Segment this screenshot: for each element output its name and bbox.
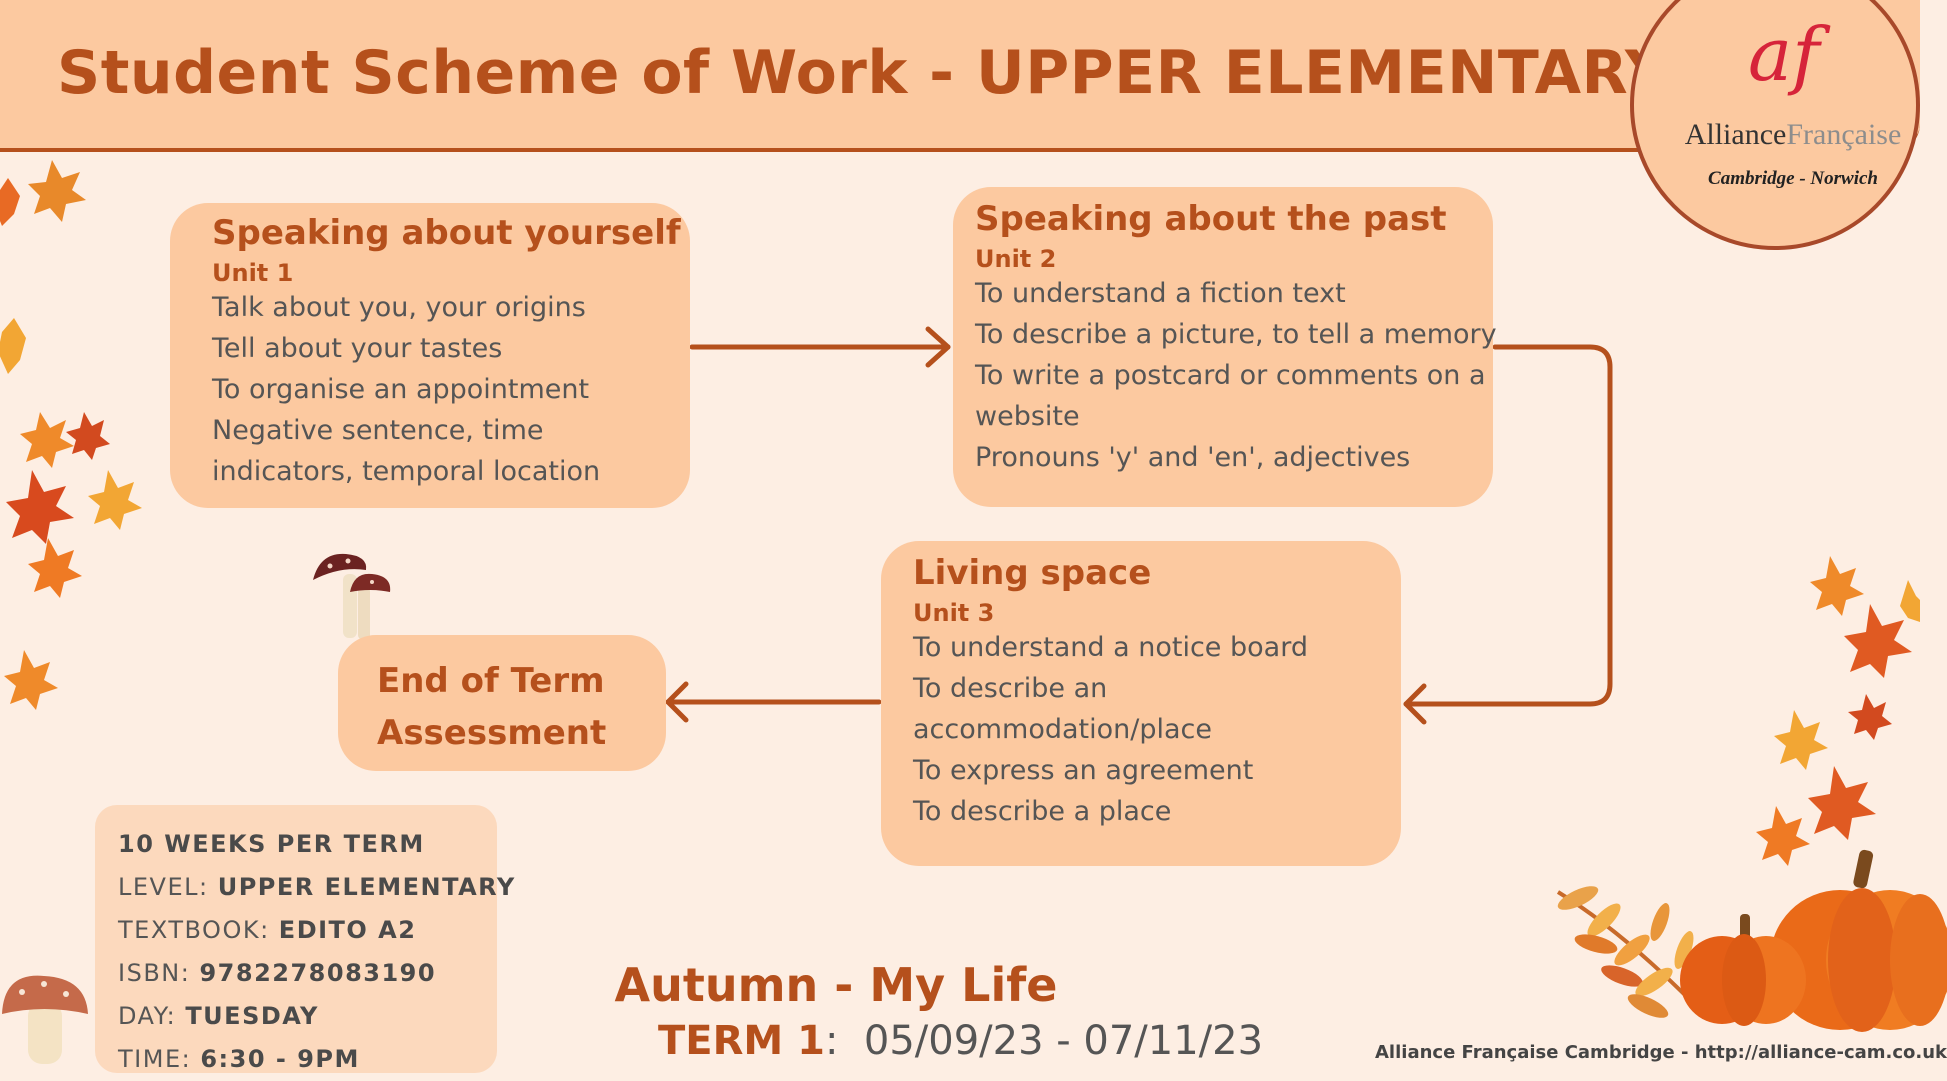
unit-card-3: Living space Unit 3 To understand a noti…	[881, 541, 1401, 866]
small-pumpkin-icon	[1680, 914, 1806, 1026]
unit-title: Living space	[913, 553, 1152, 593]
term-dates: TERM 1: 05/09/23 - 07/11/23	[658, 1018, 1264, 1064]
unit-objective: To describe a place	[913, 796, 1172, 827]
logo-name: AllianceFrançaise	[1676, 120, 1910, 150]
leaf-icon	[1756, 806, 1810, 866]
pumpkin-icon	[1770, 849, 1947, 1032]
isbn-label: ISBN:	[118, 959, 191, 987]
textbook-row: TEXTBOOK: EDITO A2	[118, 909, 497, 952]
unit-card-2: Speaking about the past Unit 2 To unders…	[953, 187, 1497, 507]
autumn-foliage-icon	[1556, 886, 1694, 1018]
leaf-icon	[1844, 604, 1912, 678]
flow-arrows	[665, 326, 1613, 725]
unit-objective: Pronouns 'y' and 'en', adjectives	[975, 442, 1411, 473]
leaf-icon	[0, 318, 26, 374]
unit-objective: To describe a picture, to tell a memory	[975, 319, 1497, 350]
logo-name-part1: Alliance	[1684, 118, 1787, 151]
term-date-range: 05/09/23 - 07/11/23	[863, 1018, 1264, 1064]
leaf-icon	[1808, 766, 1876, 840]
leaf-icon	[66, 412, 110, 460]
level-label: LEVEL:	[118, 873, 209, 901]
course-info-box: 10 WEEKS PER TERM LEVEL: UPPER ELEMENTAR…	[95, 805, 514, 1073]
weeks-per-term: 10 WEEKS PER TERM	[118, 830, 425, 858]
assessment-title-line2: Assessment	[377, 713, 607, 753]
leaf-icon	[88, 470, 142, 530]
textbook-value: EDITO A2	[278, 916, 417, 944]
leaf-icon	[4, 650, 58, 710]
leaf-icon	[28, 160, 86, 222]
leaf-icon	[0, 178, 20, 226]
isbn-row: ISBN: 9782278083190	[118, 952, 497, 995]
toadstool-icon	[2, 975, 88, 1064]
unit-objective: accommodation/place	[913, 714, 1213, 745]
unit-objective: To describe an	[913, 673, 1108, 704]
isbn-value: 9782278083190	[199, 959, 437, 987]
unit-objective: To understand a fiction text	[975, 278, 1346, 309]
level-value: UPPER ELEMENTARY	[217, 873, 516, 901]
textbook-label: TEXTBOOK:	[118, 916, 270, 944]
time-label: TIME:	[118, 1045, 192, 1073]
logo-subtitle: Cambridge - Norwich	[1708, 168, 1878, 189]
logo-name-part2: Française	[1786, 118, 1902, 151]
unit-objective: To write a postcard or comments on a	[975, 360, 1486, 391]
unit-title: Speaking about the past	[975, 199, 1447, 239]
term-label: TERM 1	[658, 1018, 825, 1064]
unit-objective: website	[975, 401, 1080, 432]
level-row: LEVEL: UPPER ELEMENTARY	[118, 866, 514, 909]
af-logo-icon: af	[1748, 12, 1820, 98]
leaf-icon	[1774, 710, 1828, 770]
leaf-icon	[1810, 556, 1864, 616]
leaf-icon	[6, 470, 74, 544]
unit-objective: indicators, temporal location	[212, 456, 601, 487]
assessment-title-line1: End of Term	[377, 661, 605, 701]
time-value: 6:30 - 9PM	[200, 1045, 360, 1073]
arrow-unit1-to-unit2-head	[925, 326, 951, 368]
time-row: TIME: 6:30 - 9PM	[118, 1038, 497, 1081]
right-leaves	[1756, 556, 1920, 866]
leaf-icon	[1900, 580, 1920, 622]
unit-number: Unit 2	[975, 245, 1057, 273]
unit-number: Unit 3	[913, 599, 995, 627]
unit-number: Unit 1	[212, 259, 294, 287]
unit-objective: Tell about your tastes	[212, 333, 503, 364]
page-title: Student Scheme of Work - UPPER ELEMENTAR…	[57, 38, 1780, 108]
logo-badge	[1630, 0, 1920, 250]
unit-objective: To understand a notice board	[913, 632, 1308, 663]
leaf-icon	[20, 412, 74, 468]
assessment-card: End of Term Assessment	[338, 635, 666, 771]
unit-card-1: Speaking about yourself Unit 1 Talk abou…	[170, 203, 690, 508]
unit-objective: To express an agreement	[913, 755, 1254, 786]
day-value: TUESDAY	[185, 1002, 319, 1030]
day-label: DAY:	[118, 1002, 177, 1030]
season-title: Autumn - My Life	[614, 958, 1058, 1012]
unit-title: Speaking about yourself	[212, 213, 681, 253]
left-leaves	[0, 160, 142, 710]
unit-objective: To organise an appointment	[212, 374, 590, 405]
arrow-unit2-to-unit3	[1403, 344, 1613, 707]
leaf-icon	[1848, 694, 1892, 740]
leaf-icon	[28, 538, 82, 598]
header-band	[0, 0, 1920, 152]
unit-objective: Negative sentence, time	[212, 415, 544, 446]
arrow-unit3-to-assessment-head	[665, 681, 689, 723]
mushroom-icon	[313, 553, 391, 640]
day-row: DAY: TUESDAY	[118, 995, 497, 1038]
footer-credit: Alliance Française Cambridge - http://al…	[1375, 1042, 1947, 1063]
arrow-unit2-to-unit3-head	[1403, 683, 1427, 725]
unit-objective: Talk about you, your origins	[212, 292, 586, 323]
